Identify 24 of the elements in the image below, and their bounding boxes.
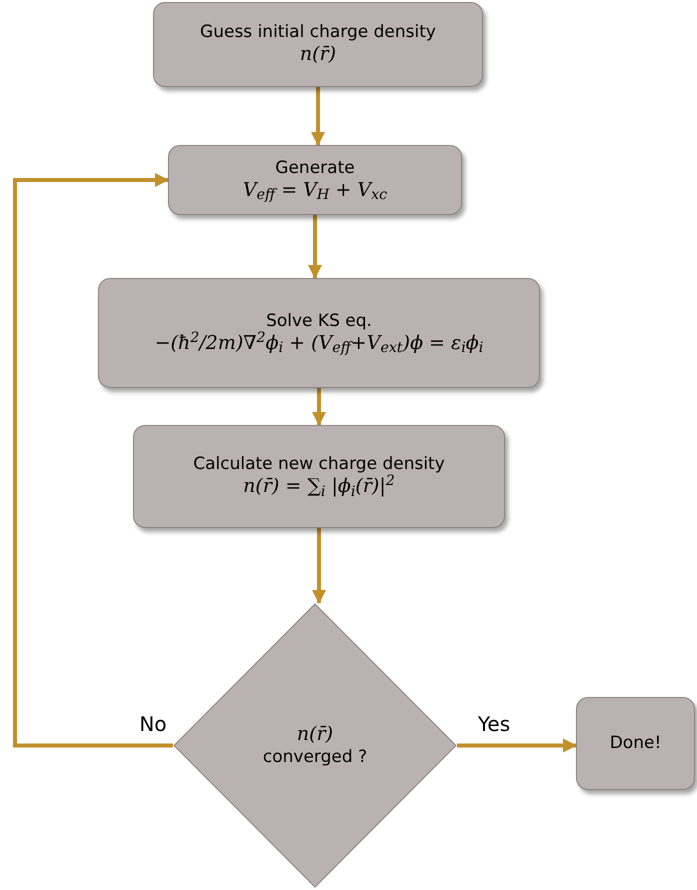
box-heading: Guess initial charge density bbox=[200, 22, 436, 44]
process-box bbox=[168, 145, 462, 215]
box-heading: Solve KS eq. bbox=[266, 310, 372, 332]
formula-text: n(r̄) = ∑$_{i}$ |ϕ$_{i}$(r̄)|$^{2}$ bbox=[243, 475, 395, 499]
formula-text: V$_{eff}$ = V$_{H}$ + V$_{xc}$ bbox=[242, 178, 388, 202]
end-box bbox=[576, 697, 695, 790]
formula-text: −(ħ$^{2}$/2m)∇$^{2}$ϕ$_{i}$ + (V$_{eff}$+V$_{ext}$)ϕ = ε$_{i}$ϕ$_{i}$ bbox=[154, 332, 484, 356]
arrow bbox=[457, 738, 577, 752]
box-heading: Calculate new charge density bbox=[193, 454, 445, 474]
process-box bbox=[98, 278, 540, 388]
decision-diamond bbox=[173, 603, 457, 888]
arrow bbox=[311, 87, 325, 146]
arrow bbox=[308, 215, 322, 279]
formula-text: n(r̄) bbox=[300, 43, 336, 67]
process-box bbox=[133, 425, 505, 528]
box-text: converged ? bbox=[262, 746, 368, 768]
formula-text: n(r̄) bbox=[296, 723, 334, 747]
arrow bbox=[13, 173, 173, 748]
box-text: Done! bbox=[610, 732, 662, 754]
arrow bbox=[312, 528, 326, 604]
box-heading: Generate bbox=[275, 158, 355, 179]
arrow bbox=[312, 388, 326, 426]
process-box bbox=[153, 2, 483, 87]
edge-label: Yes bbox=[476, 714, 512, 734]
